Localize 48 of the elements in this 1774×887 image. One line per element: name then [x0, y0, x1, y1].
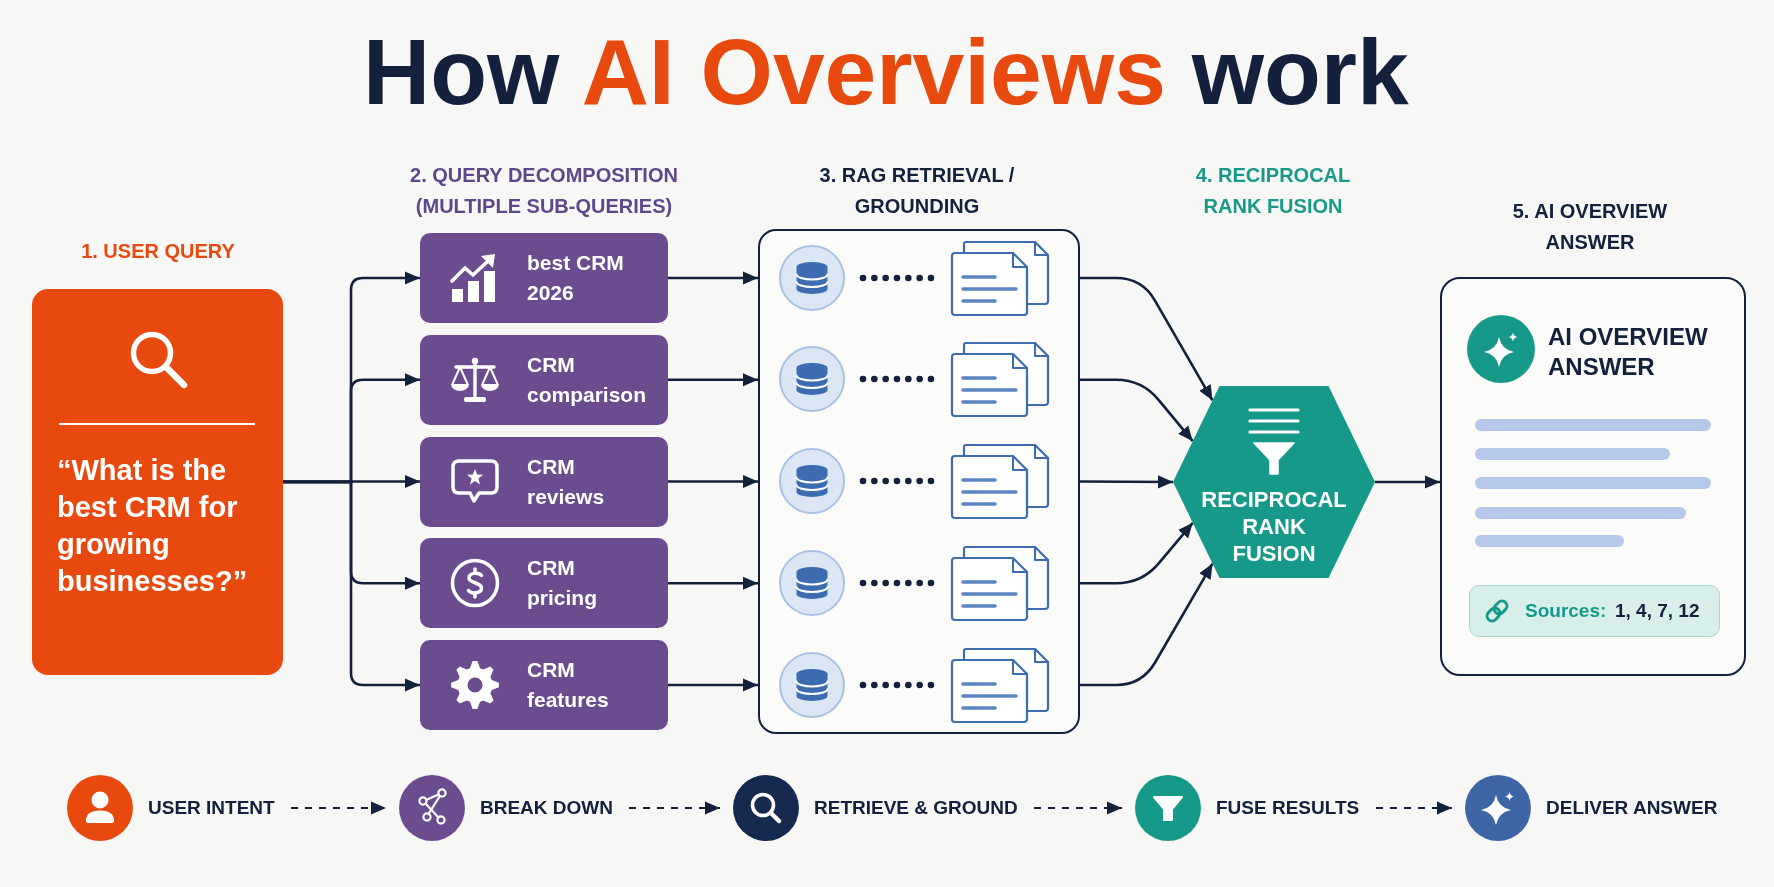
- subquery-box: [420, 334, 668, 425]
- answer-card: [1440, 277, 1746, 676]
- column-heading: 4. RECIPROCAL RANK FUSION: [1194, 163, 1352, 219]
- sources-label: Sources:: [1525, 600, 1608, 622]
- subquery-box: [420, 640, 668, 730]
- dashed-arrow: [1376, 801, 1452, 815]
- arrow: [668, 474, 758, 489]
- arrow: [668, 373, 758, 387]
- query-card: [32, 289, 283, 675]
- subquery-label: CRM features: [527, 657, 610, 713]
- arrow: [668, 576, 758, 590]
- arrow: [668, 678, 758, 692]
- dashed-arrow: [291, 801, 386, 815]
- subquery-label: CRM reviews: [527, 453, 606, 510]
- subquery-box: [420, 538, 668, 629]
- subquery-label: CRM pricing: [527, 555, 598, 612]
- step-label: FUSE RESULTS: [1216, 797, 1361, 819]
- step-label: BREAK DOWN: [480, 797, 614, 819]
- sources-chip: [1469, 585, 1720, 637]
- step-label: DELIVER ANSWER: [1546, 797, 1719, 819]
- column-heading: 3. RAG RETRIEVAL / GROUNDING: [818, 163, 1016, 219]
- subquery-label: best CRM 2026: [527, 250, 625, 306]
- fusion-hexagon: [1173, 386, 1375, 578]
- column-heading: 1. USER QUERY: [80, 239, 236, 264]
- dashed-arrow: [629, 801, 720, 815]
- arrow: [1080, 475, 1173, 489]
- retrieval-panel: [758, 229, 1080, 734]
- dashed-arrow: [1034, 801, 1122, 815]
- query-text: “What is the best CRM for growing businesses?”: [57, 453, 249, 599]
- arrow: [283, 480, 420, 692]
- answer-heading: AI OVERVIEW ANSWER: [1548, 322, 1709, 382]
- subquery-label: CRM comparison: [527, 351, 648, 408]
- subquery-box: [420, 436, 668, 527]
- hexagon-label: RECIPROCAL RANK FUSION: [1200, 486, 1348, 567]
- arrow: [1080, 378, 1194, 443]
- step-label: USER INTENT: [148, 797, 276, 819]
- arrow: [283, 474, 420, 489]
- arrow: [1080, 562, 1214, 687]
- arrow: [1375, 475, 1440, 489]
- arrow: [1080, 276, 1214, 402]
- column-heading: 5. AI OVERVIEW ANSWER: [1511, 199, 1669, 255]
- arrow: [1080, 521, 1194, 585]
- subquery-box: [420, 233, 668, 323]
- step-label: RETRIEVE & GROUND: [814, 797, 1019, 819]
- column-heading: 2. QUERY DECOMPOSITION (MULTIPLE SUB-QUERIES): [409, 163, 679, 219]
- arrow: [668, 271, 758, 285]
- source-numbers: 1, 4, 7, 12: [1615, 600, 1701, 622]
- title: How AI Overviews work: [363, 26, 1410, 119]
